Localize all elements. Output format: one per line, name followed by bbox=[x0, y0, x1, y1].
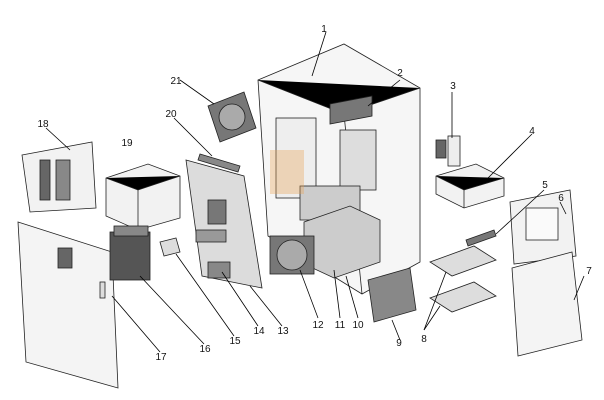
callout-12: 12 bbox=[312, 320, 324, 331]
drive-bracket-3 bbox=[435, 135, 461, 167]
air-baffle bbox=[329, 95, 373, 125]
drive-bracket-18 bbox=[21, 141, 97, 213]
callout-16: 16 bbox=[199, 344, 211, 355]
callout-14: 14 bbox=[253, 326, 265, 337]
callout-3: 3 bbox=[450, 81, 456, 92]
side-cover-panel bbox=[17, 221, 119, 389]
callout-19: 19 bbox=[121, 138, 133, 149]
callout-10: 10 bbox=[352, 320, 364, 331]
system-board bbox=[185, 159, 263, 289]
front-fan bbox=[269, 235, 315, 275]
power-supply bbox=[105, 163, 181, 231]
drive-cage bbox=[367, 267, 417, 323]
callout-6: 6 bbox=[558, 193, 564, 204]
slot-filler bbox=[465, 229, 497, 247]
callout-20: 20 bbox=[165, 109, 177, 120]
callout-17: 17 bbox=[155, 352, 167, 363]
callout-11: 11 bbox=[335, 320, 346, 331]
heat-sink bbox=[109, 225, 151, 281]
callout-7: 7 bbox=[586, 266, 592, 277]
callout-5: 5 bbox=[542, 180, 548, 191]
callout-1: 1 bbox=[321, 24, 327, 35]
microprocessor bbox=[159, 237, 181, 257]
callout-21: 21 bbox=[170, 76, 182, 87]
callout-13: 13 bbox=[277, 326, 289, 337]
memory-module bbox=[197, 153, 241, 173]
callout-18: 18 bbox=[37, 119, 49, 130]
front-door bbox=[511, 251, 583, 357]
front-bezel-upper bbox=[509, 189, 577, 265]
callout-2: 2 bbox=[397, 68, 403, 79]
optical-drive bbox=[435, 163, 505, 209]
callout-8: 8 bbox=[421, 334, 427, 345]
leader-lines bbox=[45, 31, 585, 353]
hard-disk-drives bbox=[429, 245, 497, 313]
callout-9: 9 bbox=[396, 338, 402, 349]
callout-labels: 1 2 3 4 5 6 7 8 9 10 11 12 13 14 15 16 1… bbox=[37, 24, 592, 363]
callout-15: 15 bbox=[229, 336, 241, 347]
rear-fan bbox=[207, 91, 257, 143]
callout-4: 4 bbox=[529, 126, 535, 137]
